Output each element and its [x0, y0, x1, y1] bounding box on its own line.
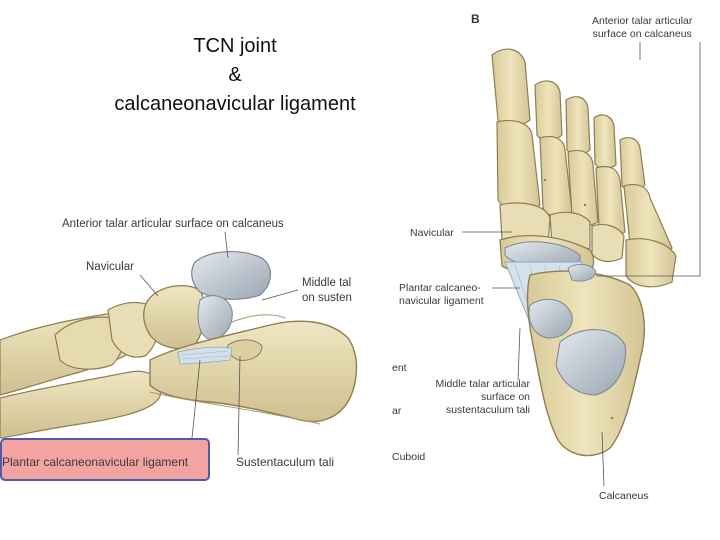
label-anterior-talar-right: Anterior talar articular surface on calc…	[592, 15, 692, 41]
label-navicular-right: Navicular	[410, 227, 454, 239]
right-foot-figure	[462, 42, 701, 487]
label-cut-ent: ent	[392, 362, 407, 374]
label-middle-talar-left-2: on susten	[302, 292, 352, 304]
label-anterior-talar-right-1: Anterior talar articular	[592, 15, 693, 27]
slide-title: TCN joint & calcaneonavicular ligament	[70, 32, 400, 119]
label-plantar-right-1: Plantar calcaneo-	[399, 282, 481, 294]
panel-b-label: B	[471, 12, 480, 26]
label-sustentaculum-left: Sustentaculum tali	[236, 455, 335, 469]
label-middle-talar-right: Middle talar articular surface on susten…	[418, 378, 530, 417]
label-plantar-right-2: navicular ligament	[399, 295, 484, 307]
title-line-3: calcaneonavicular ligament	[114, 93, 356, 115]
highlight-box	[0, 438, 210, 481]
label-calcaneus-right: Calcaneus	[599, 490, 649, 502]
label-plantar-right: Plantar calcaneo- navicular ligament	[399, 282, 484, 308]
label-middle-talar-right-2: surface on	[480, 391, 530, 403]
label-navicular-left: Navicular	[86, 261, 134, 273]
left-foot-figure	[0, 231, 358, 456]
title-line-2: &	[228, 64, 242, 86]
label-anterior-talar-right-2: surface on calcaneus	[592, 28, 692, 40]
label-middle-talar-left-1: Middle tal	[302, 277, 352, 289]
label-cut-ar: ar	[392, 405, 402, 417]
label-cuboid: Cuboid	[392, 451, 426, 463]
title-line-1: TCN joint	[193, 35, 277, 57]
label-plantar-ligament-left: Plantar calcaneonavicular ligament	[2, 455, 189, 469]
label-middle-talar-right-1: Middle talar articular	[435, 378, 530, 390]
label-middle-talar-right-3: sustentaculum tali	[445, 404, 530, 416]
label-anterior-talar-left: Anterior talar articular surface on calc…	[62, 218, 284, 230]
